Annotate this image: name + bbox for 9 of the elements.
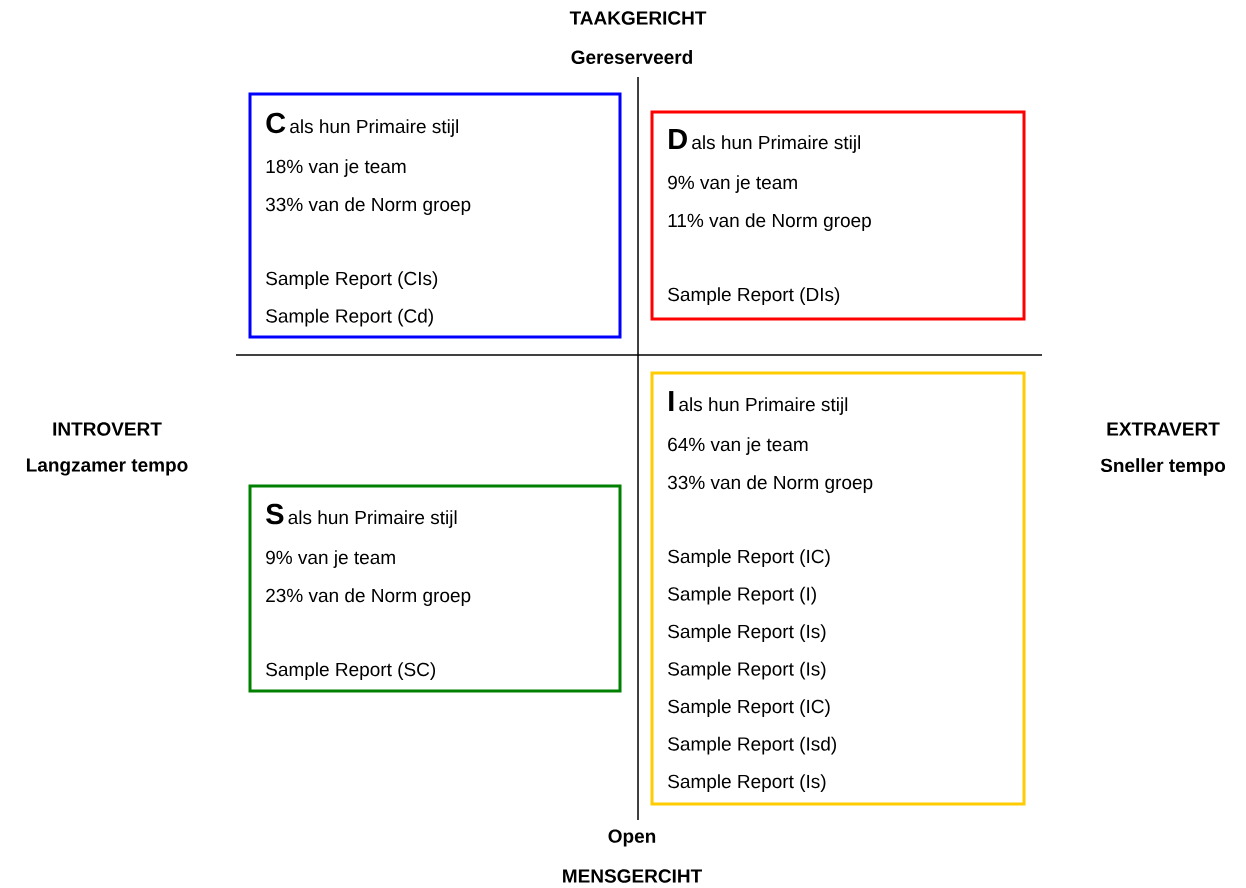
axis-label: EXTRAVERT — [1107, 422, 1220, 436]
quadrant-box: I als hun Primaire stijl 64% van je team 33% van de Norm groep Sample Report (IC) Sample Report (I) Sample Report (Is) Sample Report (Is) Sample Report (IC) Sample Report (Isd) Sample Report (Is) — [650, 371, 1026, 806]
axis-label: Sneller tempo — [1100, 458, 1226, 476]
axis-label: Open — [608, 829, 656, 847]
axis-label: INTROVERT — [53, 422, 162, 436]
axis-label: Gereserveerd — [571, 50, 692, 64]
axis-label: TAAKGERICHT — [569, 11, 707, 25]
axis-label: Langzamer tempo — [27, 458, 188, 476]
axis-label: MENSGERCIHT — [563, 869, 702, 883]
